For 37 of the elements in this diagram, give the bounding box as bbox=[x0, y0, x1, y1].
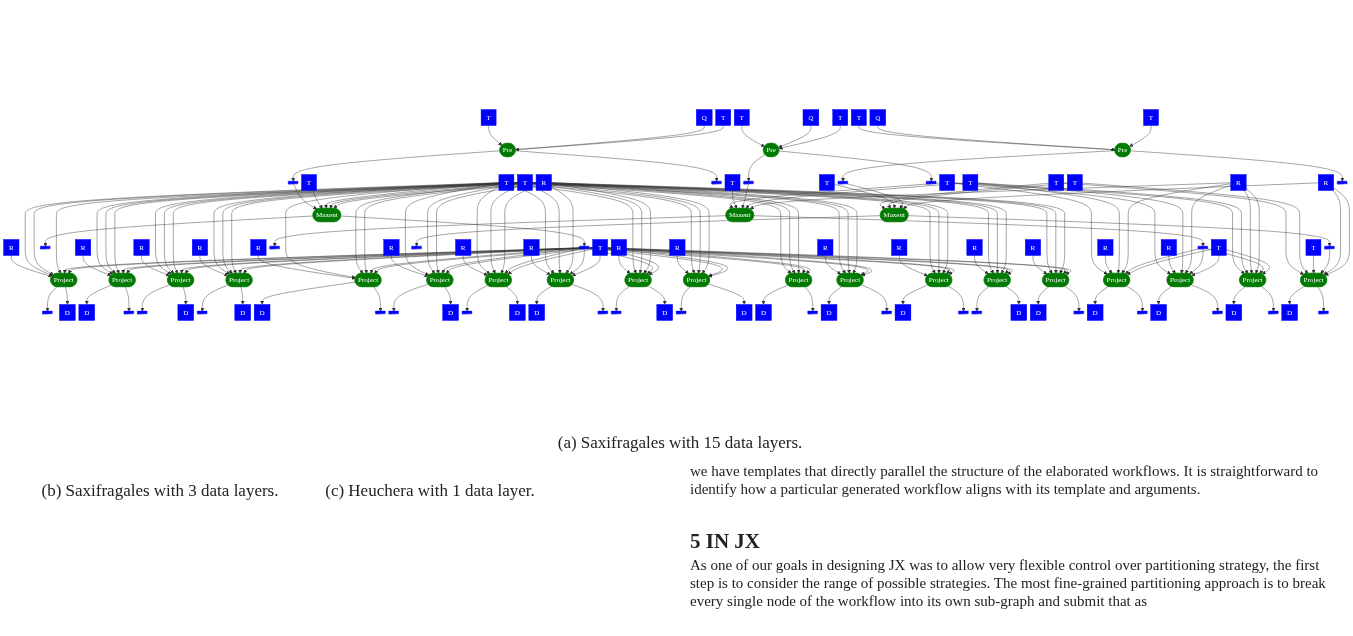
node-box bbox=[611, 310, 622, 315]
node-box bbox=[675, 310, 687, 315]
node-box bbox=[1073, 310, 1084, 315]
node-box bbox=[1268, 310, 1279, 315]
node-box bbox=[1137, 310, 1148, 315]
node-box bbox=[926, 180, 937, 185]
figure-caption: (c) Heuchera with 1 data layer. bbox=[324, 480, 536, 502]
node-box bbox=[411, 245, 422, 250]
node-box bbox=[40, 245, 51, 250]
body-paragraph: As one of our goals in designing JX was to allow very flexible control over partitioning strategy, the first step is to consider the range of possible strategies. The most fine-grained partitioning approach is to break every single node of the workflow into its own sub-graph and submit that as bbox=[690, 556, 1327, 610]
node-box bbox=[137, 310, 148, 315]
node-box bbox=[1337, 180, 1348, 185]
figure-caption: (a) Saxifragales with 15 data layers. bbox=[556, 432, 804, 454]
node-box bbox=[971, 310, 982, 315]
node-box bbox=[837, 180, 848, 185]
node-box bbox=[461, 310, 473, 315]
node-box bbox=[597, 310, 608, 315]
node-box bbox=[269, 245, 280, 250]
node-box bbox=[197, 310, 208, 315]
node-box bbox=[123, 310, 134, 315]
node-box bbox=[881, 310, 892, 315]
node-box bbox=[42, 310, 53, 315]
node-box bbox=[807, 310, 818, 315]
node-box bbox=[1318, 310, 1329, 315]
node-box bbox=[388, 310, 399, 315]
node-box bbox=[287, 180, 299, 185]
node-box bbox=[579, 245, 590, 250]
node-box bbox=[1197, 245, 1208, 250]
section-heading: 5 IN JX bbox=[690, 530, 761, 552]
figure-caption: (b) Saxifragales with 3 data layers. bbox=[40, 480, 280, 502]
body-paragraph: we have templates that directly parallel the structure of the elaborated workflows. It is straightforward to identify how a particular generated workflow aligns with its template and arguments. bbox=[690, 462, 1320, 498]
node-box bbox=[958, 310, 969, 315]
node-box bbox=[711, 180, 722, 185]
node-box bbox=[1324, 245, 1335, 250]
node-box bbox=[1212, 310, 1223, 315]
node-box bbox=[743, 180, 754, 185]
node-box bbox=[375, 310, 386, 315]
